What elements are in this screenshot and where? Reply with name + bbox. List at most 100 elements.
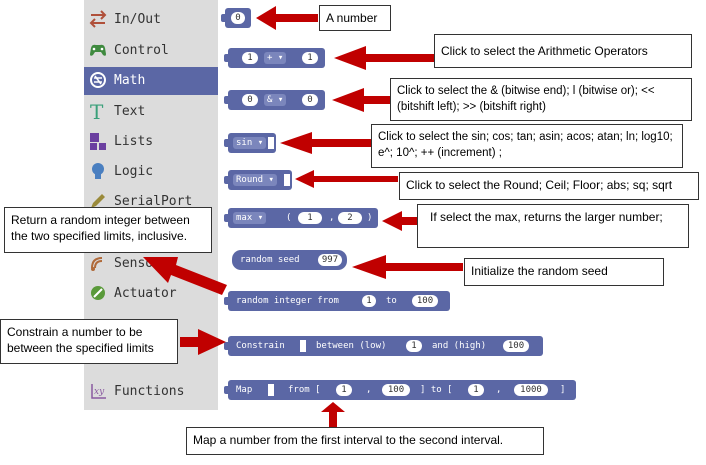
map-close-bracket: ] (560, 385, 566, 395)
max-close-paren: ) (367, 213, 373, 223)
random-seed-block[interactable]: random seed 997 (232, 250, 347, 270)
annotation-trig: Click to select the sin; cos; tan; asin;… (371, 124, 683, 168)
max-function-dropdown[interactable]: max ▾ (233, 212, 267, 224)
map-input-slot[interactable] (268, 384, 274, 396)
constrain-low-value[interactable]: 1 (406, 340, 422, 352)
arrow-constrain (180, 329, 226, 355)
max-block[interactable]: max ▾ ( 1 , 2 ) (224, 208, 378, 228)
constrain-and-label: and (high) (432, 341, 487, 351)
map-label: Map (236, 385, 253, 395)
sidebar-item-label: Logic (114, 164, 154, 179)
random-integer-to-value[interactable]: 100 (412, 295, 438, 307)
sidebar-item-label: SerialPort (114, 194, 193, 209)
map-to-low-value[interactable]: 1 (468, 384, 484, 396)
constrain-input-slot[interactable] (300, 340, 306, 352)
sidebar-item-label: Functions (114, 384, 185, 399)
sidebar-item-label: Text (114, 104, 146, 119)
max-function-label: max (236, 213, 253, 223)
random-seed-label: random seed (240, 255, 300, 265)
sidebar-item-functions[interactable]: xy Functions (84, 378, 218, 406)
number-value[interactable]: 0 (231, 12, 245, 24)
constrain-block[interactable]: Constrain between (low) 1 and (high) 100 (224, 336, 543, 356)
text-t-icon: T (88, 100, 108, 124)
trig-input-slot[interactable] (268, 137, 274, 149)
arrow-random-seed (352, 255, 463, 279)
map-comma: , (496, 385, 502, 395)
map-from-high-value[interactable]: 100 (382, 384, 410, 396)
sidebar-item-label: Control (114, 43, 169, 58)
arrow-trig (280, 132, 371, 154)
arithmetic-block[interactable]: 1 + ▾ 1 (224, 48, 325, 68)
round-block[interactable]: Round ▾ (224, 170, 292, 190)
map-to-high-value[interactable]: 1000 (514, 384, 548, 396)
sidebar-item-actuator[interactable]: Actuator (84, 280, 218, 308)
random-integer-block[interactable]: random integer from 1 to 100 (224, 291, 450, 311)
arrow-max (382, 211, 417, 231)
sidebar-item-label: In/Out (114, 12, 161, 27)
annotation-max: If select the max, returns the larger nu… (417, 204, 689, 248)
pencil-icon (88, 191, 108, 211)
constrain-between-label: between (low) (316, 341, 387, 351)
max-comma: , (329, 213, 335, 223)
sidebar-item-label: Lists (114, 134, 154, 149)
arrow-number (256, 6, 318, 30)
sidebar-item-text[interactable]: T Text (84, 98, 218, 126)
annotation-constrain: Constrain a number to be between the spe… (0, 319, 178, 364)
round-function-dropdown[interactable]: Round ▾ (233, 174, 277, 186)
bitwise-operator-label: & (267, 95, 273, 105)
chevron-down-icon: ▾ (257, 213, 264, 223)
constrain-label: Constrain (236, 341, 285, 351)
lightbulb-icon (88, 161, 108, 181)
round-input-slot[interactable] (284, 174, 290, 186)
trig-block[interactable]: sin ▾ (224, 133, 276, 153)
sidebar-item-logic[interactable]: Logic (84, 158, 218, 186)
chevron-down-icon: ▾ (277, 53, 284, 63)
arithmetic-operator-label: + (267, 53, 273, 63)
max-open-paren: ( (286, 213, 292, 223)
map-to-label: ] to [ (420, 385, 453, 395)
lists-icon (88, 131, 108, 151)
random-integer-to-label: to (386, 296, 397, 306)
chevron-down-icon: ▾ (257, 138, 264, 148)
random-integer-label: random integer from (236, 296, 339, 306)
bitwise-operator-dropdown[interactable]: & ▾ (264, 94, 287, 106)
arrow-map (321, 402, 345, 428)
sidebar-item-in-out[interactable]: In/Out (84, 6, 218, 34)
bitwise-block[interactable]: 0 & ▾ 0 (224, 90, 325, 110)
round-function-label: Round (236, 175, 264, 185)
sidebar-item-math[interactable]: Math (84, 67, 218, 95)
sidebar-item-control[interactable]: Control (84, 37, 218, 65)
arithmetic-operator-dropdown[interactable]: + ▾ (264, 52, 287, 64)
actuator-icon (88, 283, 108, 303)
constrain-high-value[interactable]: 100 (503, 340, 529, 352)
arithmetic-a-value[interactable]: 1 (242, 52, 258, 64)
annotation-bitwise: Click to select the & (bitwise end); l (… (390, 78, 692, 121)
sensor-icon (88, 253, 108, 273)
random-integer-from-value[interactable]: 1 (362, 295, 376, 307)
map-block[interactable]: Map from [ 1 , 100 ] to [ 1 , 1000 ] (224, 380, 576, 400)
trig-function-dropdown[interactable]: sin ▾ (233, 137, 267, 149)
category-sidebar: In/Out Control Math T Text Lists Logic (84, 0, 218, 410)
gamepad-icon (88, 40, 108, 60)
number-block[interactable]: 0 (221, 8, 251, 28)
sidebar-item-serialport[interactable]: SerialPort (84, 188, 218, 216)
map-from-low-value[interactable]: 1 (336, 384, 352, 396)
svg-text:T: T (90, 101, 104, 121)
bitwise-a-value[interactable]: 0 (242, 94, 258, 106)
max-a-value[interactable]: 1 (298, 212, 322, 224)
random-seed-value[interactable]: 997 (318, 254, 342, 266)
arithmetic-b-value[interactable]: 1 (302, 52, 318, 64)
chevron-down-icon: ▾ (268, 175, 274, 185)
annotation-map: Map a number from the first interval to … (186, 427, 544, 455)
arrow-random-int (143, 257, 227, 295)
arrows-swap-icon (88, 9, 108, 29)
annotation-arithmetic: Click to select the Arithmetic Operators (434, 34, 692, 68)
arrow-round (295, 170, 398, 188)
svg-text:xy: xy (94, 387, 105, 397)
bitwise-b-value[interactable]: 0 (302, 94, 318, 106)
annotation-round: Click to select the Round; Ceil; Floor; … (399, 172, 699, 200)
max-b-value[interactable]: 2 (338, 212, 362, 224)
sidebar-item-lists[interactable]: Lists (84, 128, 218, 156)
sidebar-item-label: Math (114, 73, 146, 88)
